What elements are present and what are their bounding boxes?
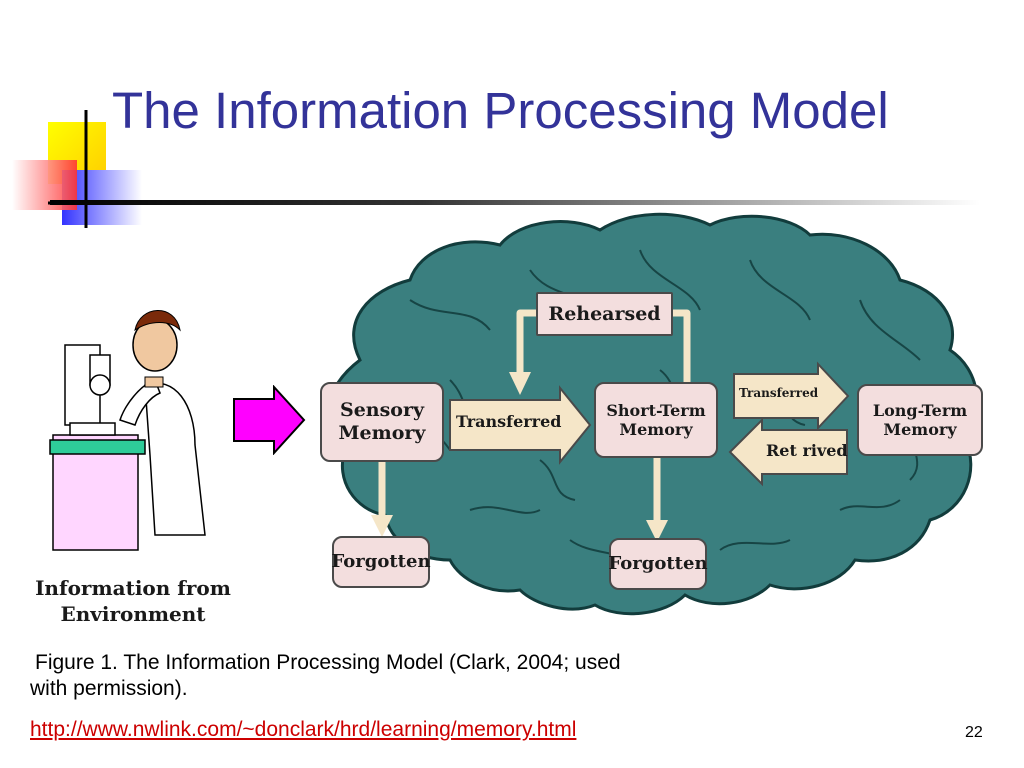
sensory-memory-line2: Memory — [338, 422, 426, 444]
transferred-label-2: Transferred — [739, 386, 819, 400]
scientist-microscope-illustration — [49, 310, 206, 551]
forgotten-box-left: Forgotten — [331, 536, 431, 588]
retrieved-label: Ret rived — [766, 441, 848, 460]
short-term-memory-line2: Memory — [619, 420, 693, 439]
caption-line1: Figure 1. The Information Processing Mod… — [35, 651, 621, 674]
rehearsed-box: Rehearsed — [536, 292, 673, 336]
rehearsal-loop-right — [673, 309, 691, 382]
input-arrow — [233, 385, 306, 455]
slide-title: The Information Processing Model — [112, 82, 889, 139]
environment-label: Information from Environment — [28, 575, 238, 627]
source-link[interactable]: http://www.nwlink.com/~donclark/hrd/lear… — [30, 718, 577, 741]
short-term-memory-line1: Short-Term — [606, 400, 706, 420]
rehearsal-loop-left — [516, 309, 536, 385]
environment-label-line2: Environment — [60, 602, 206, 626]
forgotten-arrow-left — [371, 515, 393, 537]
page-number: 22 — [965, 724, 983, 741]
long-term-memory-line1: Long-Term — [872, 400, 968, 420]
caption-line2: with permission). — [30, 677, 188, 701]
forgotten-arrow-right — [646, 520, 668, 542]
short-term-memory-box: Short-Term Memory — [594, 382, 718, 458]
sensory-memory-line1: Sensory — [339, 399, 425, 422]
environment-label-line1: Information from — [35, 576, 231, 600]
long-term-memory-line2: Memory — [883, 420, 957, 439]
sensory-memory-box: Sensory Memory — [320, 382, 444, 462]
rehearsal-arrowhead — [509, 372, 531, 395]
forgotten-label-right: Forgotten — [608, 553, 708, 575]
long-term-memory-box: Long-Term Memory — [857, 384, 983, 456]
transferred-arrow-1 — [449, 385, 592, 465]
retrieved-arrow — [728, 417, 848, 487]
forgotten-box-right: Forgotten — [608, 538, 708, 590]
forgotten-label-left: Forgotten — [331, 551, 431, 573]
transferred-arrow-2 — [733, 361, 850, 431]
figure-caption: Figure 1. The Information Processing Mod… — [30, 650, 850, 703]
title-underline — [50, 200, 980, 205]
rehearsed-label: Rehearsed — [548, 302, 661, 325]
transferred-label-1: Transferred — [456, 412, 562, 431]
